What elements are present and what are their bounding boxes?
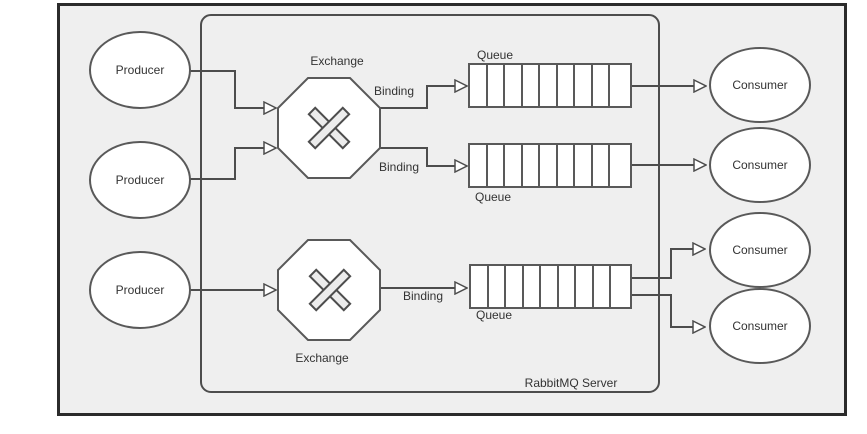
consumer-1-node <box>709 47 811 123</box>
edge-producer2-exchange1 <box>190 148 276 180</box>
consumer-2-node <box>709 127 811 203</box>
binding-1-label: Binding <box>373 84 415 98</box>
exchange-2-cross-icon <box>308 268 352 312</box>
edge-producer1-exchange1 <box>190 70 276 108</box>
exchange-1-label: Exchange <box>310 54 364 68</box>
queue-2-node <box>468 143 632 188</box>
consumer-1-label: Consumer <box>732 78 788 92</box>
consumer-2-label: Consumer <box>732 158 788 172</box>
binding-2-label: Binding <box>378 160 420 174</box>
producer-1-label: Producer <box>115 63 165 77</box>
producer-3-node <box>89 251 191 329</box>
exchange-2-label: Exchange <box>295 351 349 365</box>
edge-queue3-consumer4 <box>631 294 705 327</box>
producer-1-node <box>89 31 191 109</box>
edge-binding-exchange1-queue1 <box>380 86 467 109</box>
queue-1-node <box>468 63 632 108</box>
rabbitmq-server-box <box>200 14 660 393</box>
queue-3-label: Queue <box>475 308 513 322</box>
rabbitmq-server-label: RabbitMQ Server <box>524 376 618 390</box>
consumer-4-label: Consumer <box>732 319 788 333</box>
queue-2-label: Queue <box>474 190 512 204</box>
edge-queue3-consumer3 <box>631 249 705 279</box>
consumer-3-node <box>709 212 811 288</box>
queue-1-label: Queue <box>476 48 514 62</box>
producer-2-label: Producer <box>115 173 165 187</box>
producer-2-node <box>89 141 191 219</box>
consumer-4-node <box>709 288 811 364</box>
binding-3-label: Binding <box>402 289 444 303</box>
exchange-1-cross-icon <box>307 106 351 150</box>
queue-3-node <box>469 264 632 309</box>
producer-3-label: Producer <box>115 283 165 297</box>
edge-binding-exchange1-queue2 <box>380 147 467 166</box>
consumer-3-label: Consumer <box>732 243 788 257</box>
